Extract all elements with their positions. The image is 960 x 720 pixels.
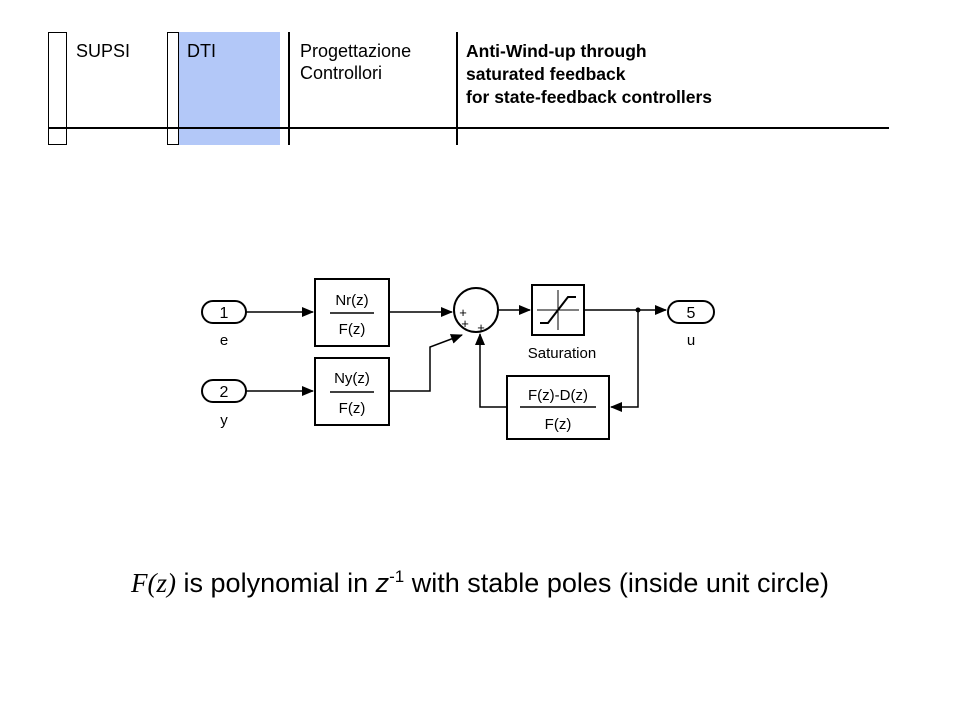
header-course-line1: Progettazione xyxy=(300,41,412,61)
separator-4 xyxy=(456,32,458,145)
input-port-2-label: y xyxy=(220,412,228,429)
block-feedback-denominator: F(z) xyxy=(545,416,572,433)
anti-windup-block-diagram: 1 e 2 y Nr(z) F(z) Ny(z) F(z) + + + Satu… xyxy=(201,278,715,440)
caption-exponent: -1 xyxy=(389,567,405,586)
caption-text2: with stable poles (inside unit circle) xyxy=(404,568,829,598)
output-port-5-number: 5 xyxy=(687,305,696,322)
input-port-1: 1 e xyxy=(201,300,247,349)
sum-sign-3: + xyxy=(477,320,485,335)
dti-tab-box xyxy=(167,32,179,145)
branch-point xyxy=(635,307,641,313)
header-rule xyxy=(48,127,889,129)
block-feedback: F(z)-D(z) F(z) xyxy=(506,375,610,440)
saturation-label: Saturation xyxy=(528,345,596,362)
header-title-line1: Anti-Wind-up through xyxy=(466,41,647,61)
block-feedback-numerator: F(z)-D(z) xyxy=(528,387,588,404)
block-nr-denominator: F(z) xyxy=(339,321,366,338)
caption-text1: is polynomial in xyxy=(176,568,376,598)
caption-fz: F(z) xyxy=(131,568,177,598)
output-port-5-label: u xyxy=(687,332,695,349)
input-port-1-number: 1 xyxy=(220,305,229,322)
block-ny-over-f: Ny(z) F(z) xyxy=(314,357,390,426)
header-title-line2: saturated feedback xyxy=(466,64,626,84)
block-nr-over-f: Nr(z) F(z) xyxy=(314,278,390,347)
input-port-2-number: 2 xyxy=(220,384,229,401)
header-supsi: SUPSI xyxy=(76,41,131,61)
block-ny-numerator: Ny(z) xyxy=(334,370,370,387)
sum-junction: + + + xyxy=(453,287,499,335)
input-port-2: 2 y xyxy=(201,379,247,429)
header-title-line3: for state-feedback controllers xyxy=(466,87,713,107)
separator-3 xyxy=(288,32,290,145)
block-ny-denominator: F(z) xyxy=(339,400,366,417)
input-port-1-label: e xyxy=(220,332,228,349)
caption: F(z) is polynomial in z-1 with stable po… xyxy=(0,567,960,599)
header-course-line2: Controllori xyxy=(300,63,383,83)
dti-highlight xyxy=(179,32,280,145)
block-nr-numerator: Nr(z) xyxy=(335,292,368,309)
slide-header: SUPSI DTI Progettazione Controllori Anti… xyxy=(0,0,960,150)
supsi-tab-box xyxy=(48,32,67,145)
output-port-5: 5 u xyxy=(667,300,715,349)
sum-sign-1: + xyxy=(459,305,467,320)
header-dti: DTI xyxy=(187,41,216,61)
caption-z: z xyxy=(375,568,390,598)
sum-sign-2: + xyxy=(461,316,469,331)
saturation-block: Saturation xyxy=(528,284,596,362)
signal-wires xyxy=(246,305,667,412)
